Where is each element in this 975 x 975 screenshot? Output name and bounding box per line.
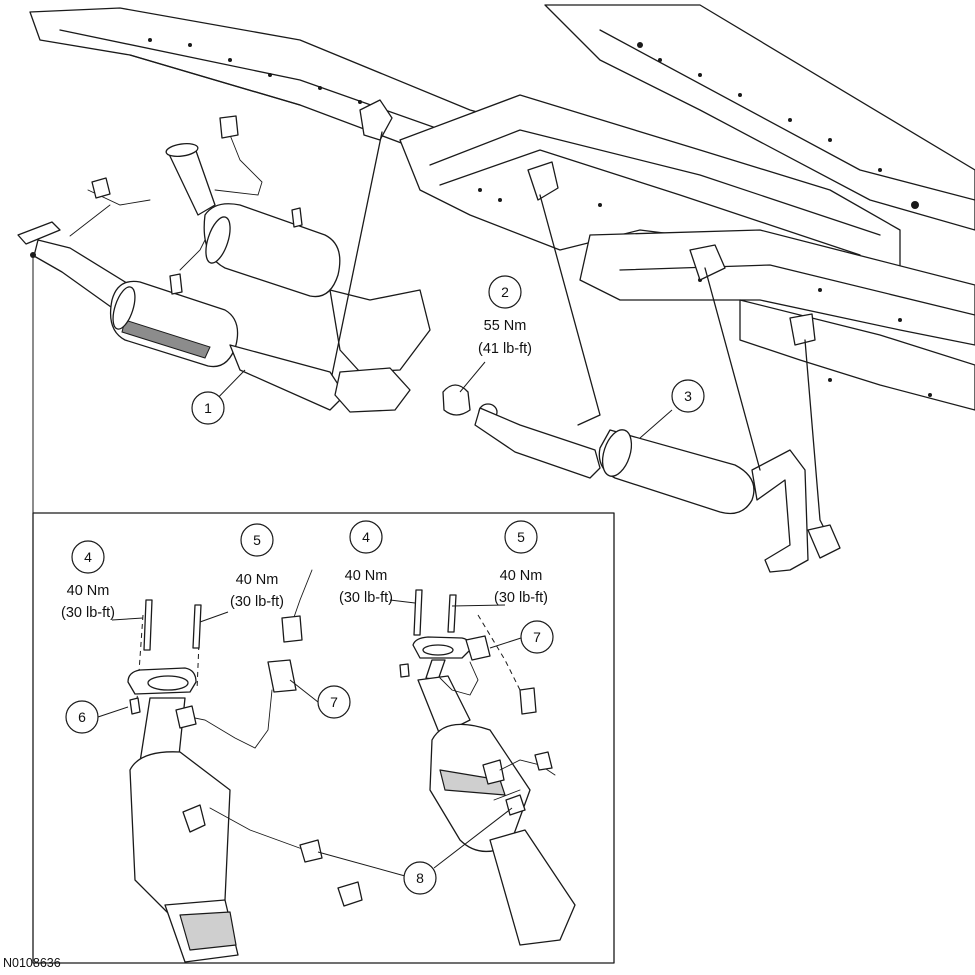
svg-text:40 Nm: 40 Nm xyxy=(236,572,279,588)
svg-text:8: 8 xyxy=(416,870,424,886)
svg-text:2: 2 xyxy=(501,284,509,300)
callout-7-right: 7 xyxy=(520,620,554,654)
callout-1: 1 xyxy=(191,391,225,425)
svg-text:55 Nm: 55 Nm xyxy=(484,318,527,334)
left-flange-gasket xyxy=(17,221,61,245)
callout-8: 8 xyxy=(403,861,437,895)
svg-text:5: 5 xyxy=(253,532,261,548)
svg-text:6: 6 xyxy=(78,709,86,725)
svg-text:4: 4 xyxy=(84,549,92,565)
torque-5-left: 40 Nm (30 lb-ft) xyxy=(230,572,284,610)
torque-4-right: 40 Nm (30 lb-ft) xyxy=(339,568,393,606)
torque-5-right: 40 Nm (30 lb-ft) xyxy=(494,568,548,606)
svg-text:(30 lb-ft): (30 lb-ft) xyxy=(339,590,393,606)
svg-text:1: 1 xyxy=(204,400,212,416)
right-connector-7 xyxy=(465,635,491,661)
vehicle-frame xyxy=(29,4,975,411)
inset-border xyxy=(32,512,615,964)
left-nut-6 xyxy=(129,697,141,715)
callout-6: 6 xyxy=(65,700,99,734)
callout-7-left: 7 xyxy=(317,685,351,719)
svg-text:7: 7 xyxy=(533,629,541,645)
svg-text:40 Nm: 40 Nm xyxy=(500,568,543,584)
detail-inset xyxy=(30,252,615,964)
left-stud-4 xyxy=(143,599,153,651)
callout-5-right: 5 xyxy=(504,520,538,554)
exhaust-clamp xyxy=(442,384,471,416)
svg-text:(41 lb-ft): (41 lb-ft) xyxy=(478,341,532,357)
svg-text:40 Nm: 40 Nm xyxy=(345,568,388,584)
figure-id: N0108636 xyxy=(3,956,61,970)
svg-text:40 Nm: 40 Nm xyxy=(67,583,110,599)
svg-text:(30 lb-ft): (30 lb-ft) xyxy=(494,590,548,606)
callout-2: 2 xyxy=(488,275,522,309)
svg-text:(30 lb-ft): (30 lb-ft) xyxy=(230,594,284,610)
right-stud-4 xyxy=(413,589,423,636)
callout-5-left: 5 xyxy=(240,523,274,557)
left-sensor-5 xyxy=(192,604,202,649)
callout-3: 3 xyxy=(671,379,705,413)
callout-4-right: 4 xyxy=(349,520,383,554)
right-sensor-5 xyxy=(447,594,457,633)
svg-text:7: 7 xyxy=(330,694,338,710)
exhaust-assembly xyxy=(17,115,841,573)
leader-lines xyxy=(97,361,673,877)
torque-4-left: 40 Nm (30 lb-ft) xyxy=(61,583,115,621)
svg-text:4: 4 xyxy=(362,529,370,545)
svg-text:3: 3 xyxy=(684,388,692,404)
left-converter-detail xyxy=(129,751,231,922)
svg-text:5: 5 xyxy=(517,529,525,545)
torque-2: 55 Nm (41 lb-ft) xyxy=(478,318,532,357)
muffler xyxy=(598,429,755,515)
callout-4-left: 4 xyxy=(71,540,105,574)
left-connector-7 xyxy=(267,659,297,693)
svg-text:(30 lb-ft): (30 lb-ft) xyxy=(61,605,115,621)
